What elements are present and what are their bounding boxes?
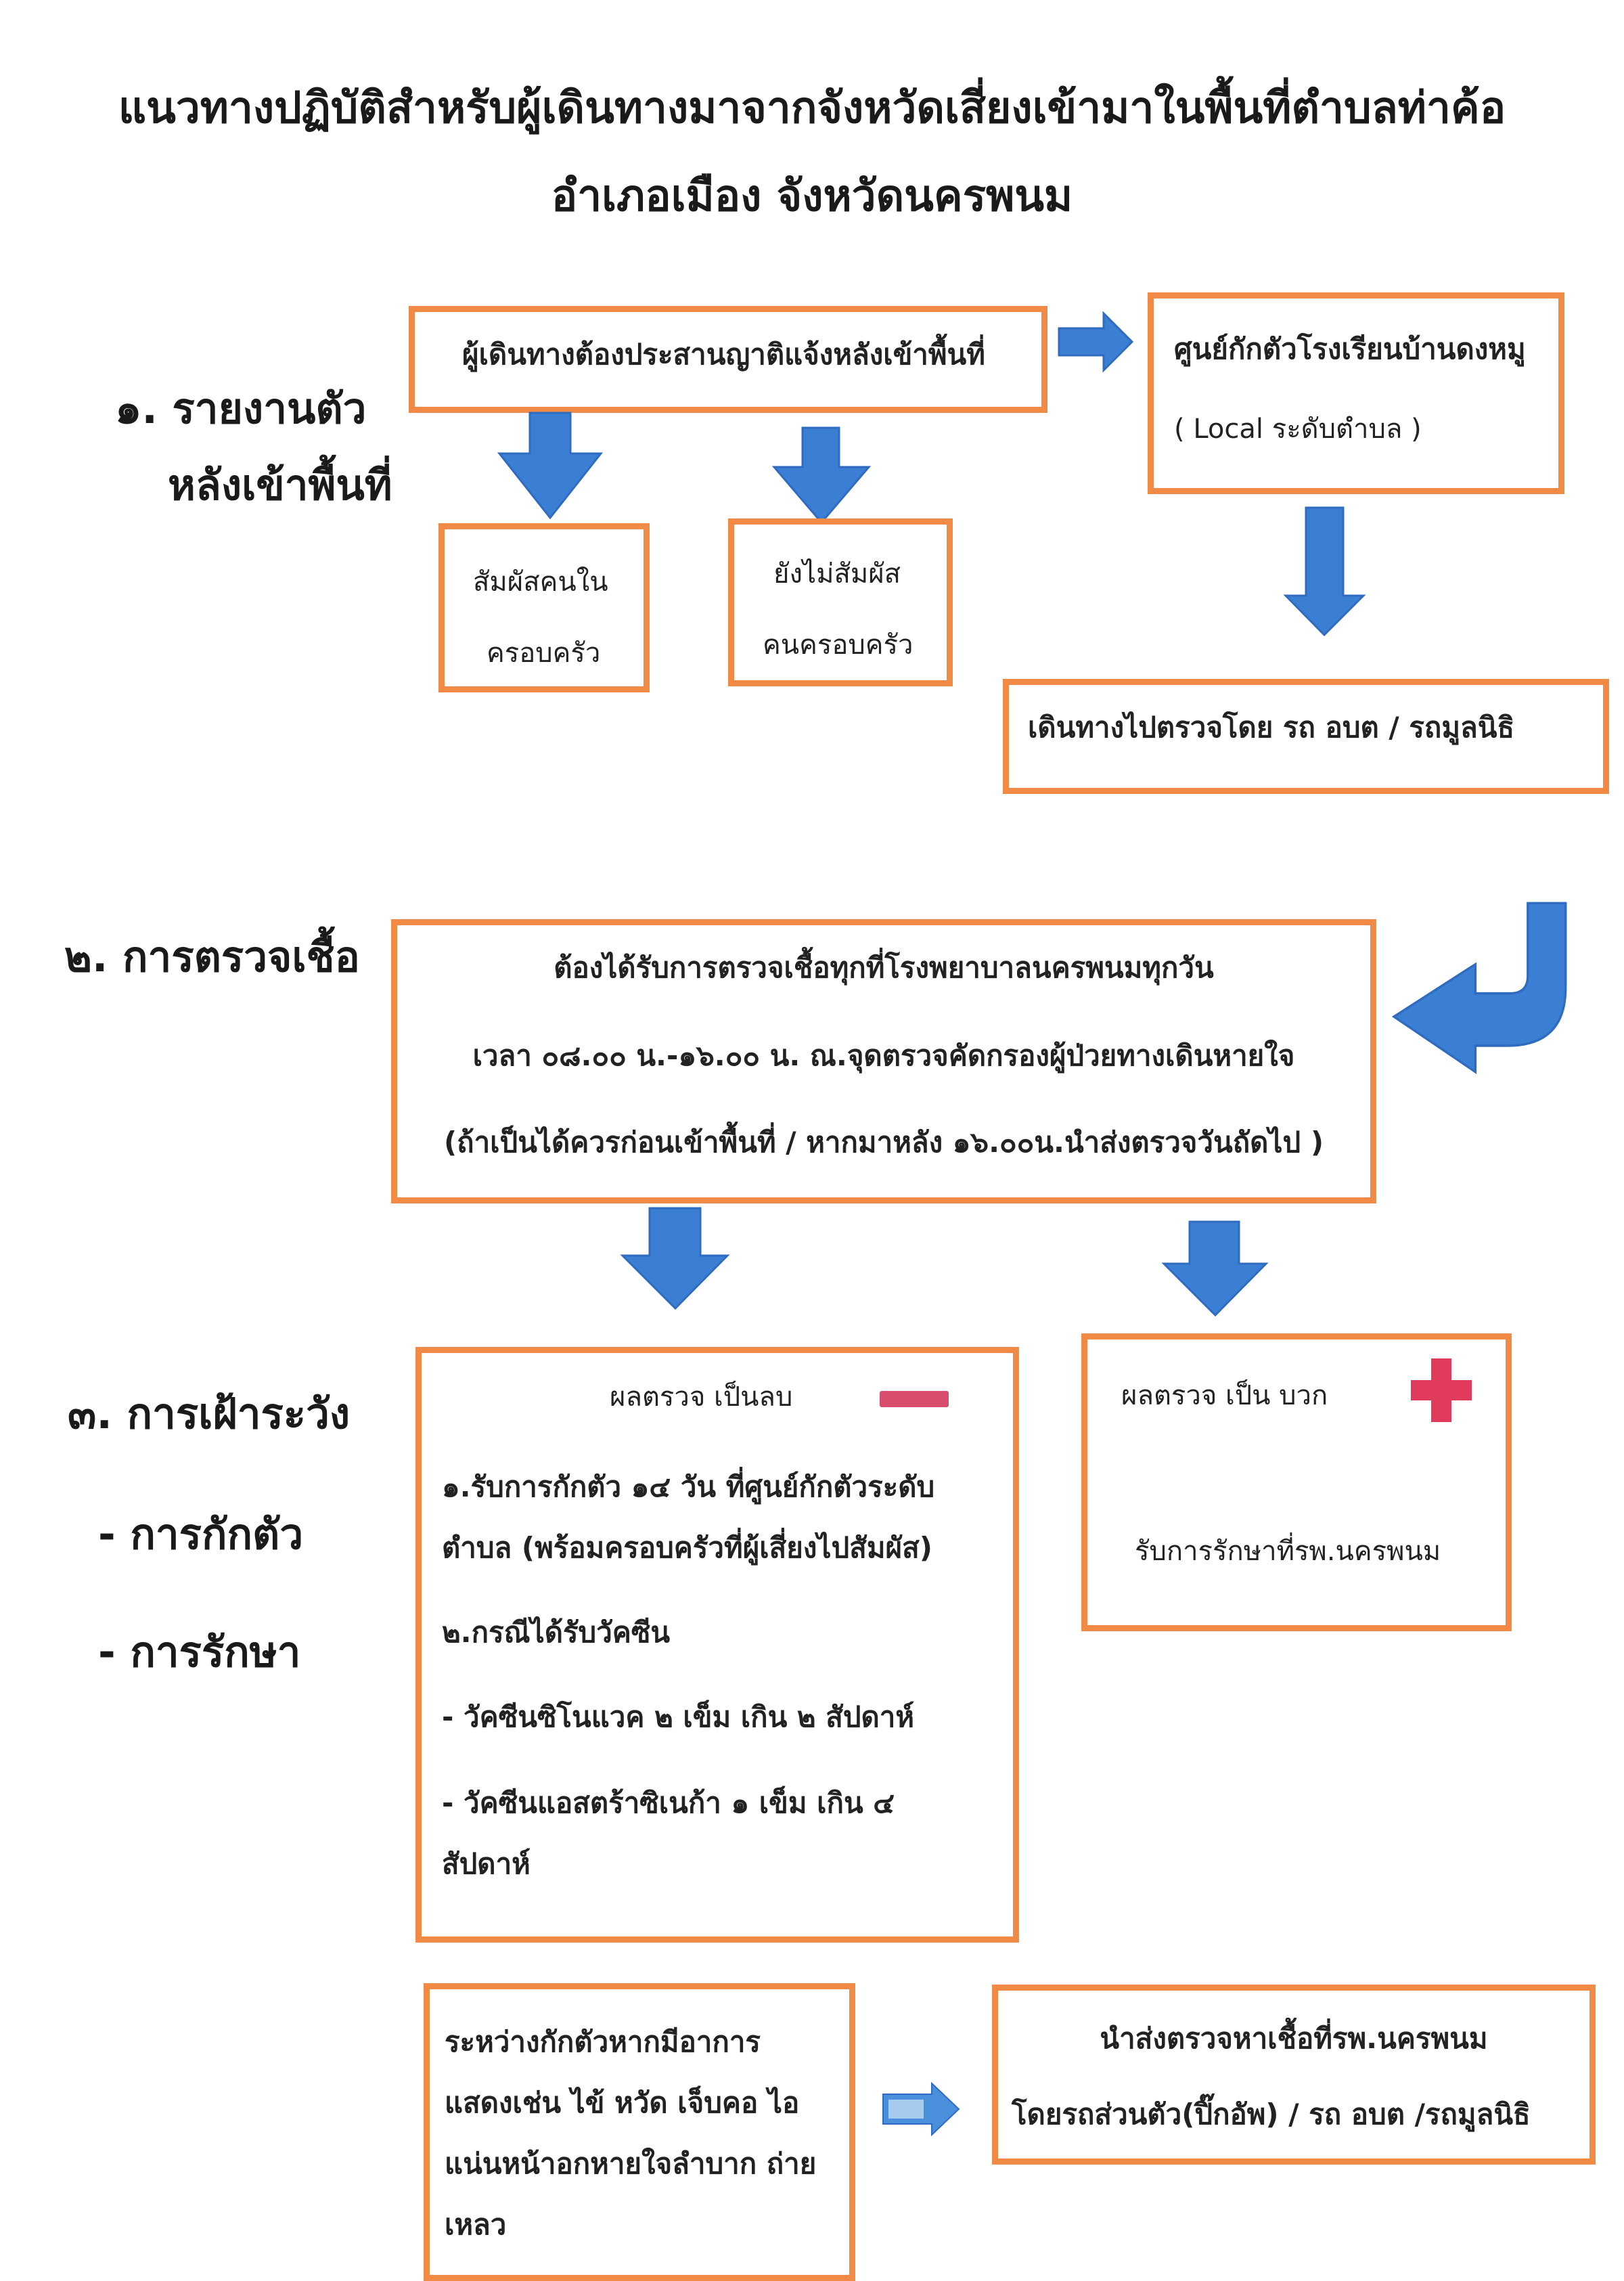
positive-result-box: ผลตรวจ เป็น บวก รับการรักษาที่รพ.นครพนม [1081,1333,1512,1631]
report-box-text: ผู้เดินทางต้องประสานญาติแจ้งหลังเข้าพื้น… [462,338,985,371]
curved-arrow-left-icon [1391,902,1567,1074]
no-contact-family-box: ยังไม่สัมผัส คนครอบครัว [728,518,953,686]
section1-heading-line2: หลังเข้าพื้นที่ [168,460,392,510]
positive-result-header: ผลตรวจ เป็น บวก [1121,1380,1328,1411]
arrow-down-icon [497,412,604,520]
test-box-line1: ต้องได้รับการตรวจเชื้อทุกที่โรงพยาบาลนคร… [554,951,1214,984]
referral-line2: โดยรถส่วนตัว(ปิ๊กอัพ) / รถ อบต /รถมูลนิธ… [1012,2098,1531,2131]
vaccine-sinovac: - วัคซีนซิโนแวค ๒ เข็ม เกิน ๒ สัปดาห์ [442,1700,915,1733]
arrow-right-icon [1058,311,1134,373]
arrow-right-icon [882,2081,960,2137]
section3-sub-quarantine: - การกักตัว [98,1509,304,1559]
referral-line1: นำส่งตรวจหาเชื้อที่รพ.นครพนม [1100,2022,1488,2055]
arrow-down-icon [1283,506,1366,637]
quarantine-center-box: ศูนย์กักตัวโรงเรียนบ้านดงหมู ( Local ระด… [1148,292,1564,494]
referral-box: นำส่งตรวจหาเชื้อที่รพ.นครพนม โดยรถส่วนตั… [992,1985,1596,2165]
contact-family-line1: สัมผัสคนใน [473,567,608,598]
section2-heading: ๒. การตรวจเชื้อ [64,932,360,981]
negative-result-header: ผลตรวจ เป็นลบ [610,1381,793,1413]
arrow-down-icon [771,426,872,525]
symptom-line3: แน่นหน้าอกหายใจลำบาก ถ่าย [445,2147,817,2180]
vaccine-astrazeneca-line2: สัปดาห์ [442,1847,531,1880]
negative-result-box: ผลตรวจ เป็นลบ ๑.รับการกักตัว ๑๔ วัน ที่ศ… [415,1347,1019,1943]
symptom-box: ระหว่างกักตัวหากมีอาการ แสดงเช่น ไข้ หวั… [424,1983,855,2281]
vaccine-astrazeneca-line1: - วัคซีนแอสตร้าซิเนก้า ๑ เข็ม เกิน ๔ [442,1786,895,1819]
arrow-down-icon [620,1207,730,1310]
positive-result-body: รับการรักษาที่รพ.นครพนม [1135,1536,1441,1567]
page-title-line2: อำเภอเมือง จังหวัดนครพนม [551,171,1073,221]
symptom-line1: ระหว่างกักตัวหากมีอาการ [445,2025,761,2058]
plus-icon [1411,1358,1472,1422]
no-contact-family-line1: ยังไม่สัมผัส [773,558,901,590]
section3-heading: ๓. การเฝ้าระวัง [68,1389,351,1438]
test-box-line3: (ถ้าเป็นได้ควรก่อนเข้าพื้นที่ / หากมาหลั… [443,1126,1324,1159]
travel-box-text: เดินทางไปตรวจโดย รถ อบต / รถมูลนิธิ [1028,711,1515,744]
section1-heading-line1: ๑. รายงานตัว [115,384,367,433]
quarantine-center-level: ( Local ระดับตำบล ) [1174,414,1422,445]
minus-icon [880,1391,949,1407]
test-box-line2: เวลา ๐๘.๐๐ น.-๑๖.๐๐ น. ณ.จุดตรวจคัดกรองผ… [472,1039,1295,1072]
contact-family-line2: ครอบครัว [487,638,601,669]
no-contact-family-line2: คนครอบครัว [763,629,914,661]
contact-family-box: สัมผัสคนใน ครอบครัว [438,523,650,692]
arrow-down-icon [1161,1220,1269,1317]
page-title-line1: แนวทางปฏิบัติสำหรับผู้เดินทางมาจากจังหวั… [118,83,1506,133]
negative-item1-line1: ๑.รับการกักตัว ๑๔ วัน ที่ศูนย์กักตัวระดั… [442,1470,935,1503]
test-box: ต้องได้รับการตรวจเชื้อทุกที่โรงพยาบาลนคร… [391,919,1376,1203]
symptom-line2: แสดงเช่น ไข้ หวัด เจ็บคอ ไอ [445,2086,800,2119]
quarantine-center-name: ศูนย์กักตัวโรงเรียนบ้านดงหมู [1174,332,1526,366]
report-box: ผู้เดินทางต้องประสานญาติแจ้งหลังเข้าพื้น… [409,306,1047,413]
negative-item1-line2: ตำบล (พร้อมครอบครัวที่ผู้เสี่ยงไปสัมผัส) [442,1531,932,1564]
negative-item2: ๒.กรณีได้รับวัคซีน [442,1616,671,1649]
section3-sub-treatment: - การรักษา [98,1627,301,1677]
symptom-line4: เหลว [445,2208,507,2241]
travel-box: เดินทางไปตรวจโดย รถ อบต / รถมูลนิธิ [1003,679,1609,794]
